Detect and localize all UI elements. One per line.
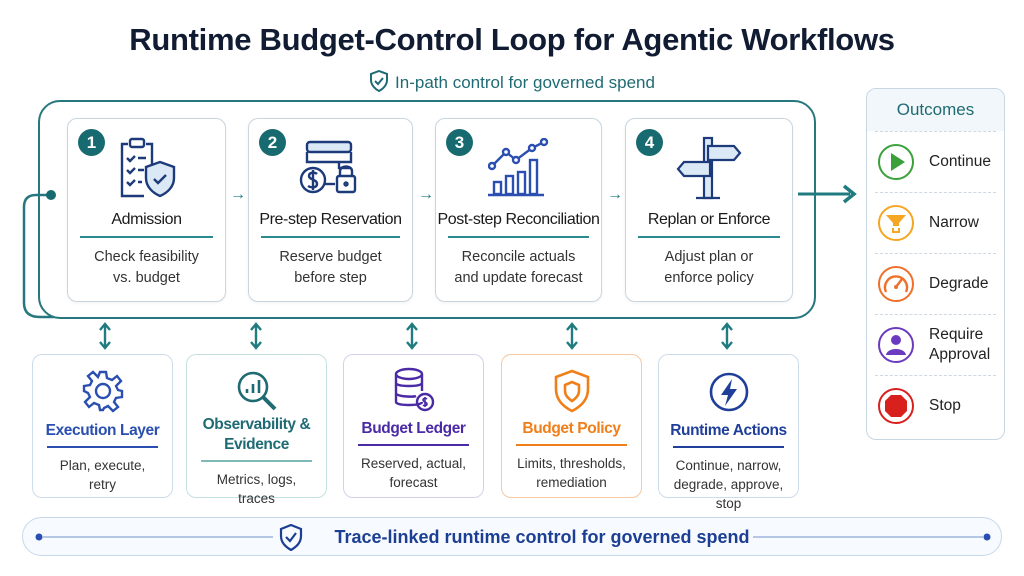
step-title: Pre-step Reservation <box>259 211 402 228</box>
footer-banner: Trace-linked runtime control for governe… <box>22 517 1002 556</box>
step-number: 1 <box>78 129 105 156</box>
component-runtime-actions: Runtime Actions Continue, narrow, degrade… <box>658 354 799 511</box>
step-desc: before step <box>294 270 367 286</box>
step-admission: 1 Admission Check feasibility vs. budget <box>67 118 226 302</box>
component-title: Budget Ledger <box>361 420 466 437</box>
wallet-lock-icon <box>299 140 356 194</box>
component-title: Observability & Evidence <box>187 415 326 455</box>
outcome-label-line: Require <box>929 326 984 343</box>
bidirectional-arrow-icon <box>721 322 733 350</box>
component-desc: Reserved, actual, <box>360 456 467 471</box>
step-desc: Check feasibility <box>94 249 199 265</box>
magnifier-chart-icon <box>237 371 276 411</box>
footer-text: Trace-linked runtime control for governe… <box>334 527 750 547</box>
outcome-label: Degrade <box>929 275 989 292</box>
outcome-stop: Stop <box>875 375 996 436</box>
component-title-line: Evidence <box>224 436 289 453</box>
component-desc: degrade, approve, <box>673 477 784 492</box>
bidirectional-arrow-icon <box>99 322 111 350</box>
component-desc: retry <box>89 477 116 492</box>
bidirectional-arrow-icon <box>566 322 578 350</box>
outcome-narrow: Narrow <box>875 192 996 253</box>
stop-sign-icon <box>878 388 914 424</box>
component-budget-ledger: Budget Ledger Reserved, actual, forecast <box>343 354 484 498</box>
step-desc: enforce policy <box>664 270 754 286</box>
shield-icon <box>554 369 589 413</box>
bidirectional-arrow-icon <box>250 322 262 350</box>
component-desc: Plan, execute, <box>59 458 146 473</box>
component-desc: Metrics, logs, <box>216 472 297 487</box>
subtitle-text: In-path control for governed spend <box>395 73 655 92</box>
component-budget-policy: Budget Policy Limits, thresholds, remedia… <box>501 354 642 498</box>
component-title: Execution Layer <box>45 422 160 439</box>
step-post-step-reconciliation: 3 Post-step Reconciliation Reconcile act… <box>435 118 602 302</box>
component-desc: Limits, thresholds, <box>517 456 626 471</box>
arrow-right-icon: → <box>607 186 623 203</box>
arrow-right-icon: → <box>230 186 246 203</box>
component-title-line: Observability & <box>202 416 311 433</box>
component-desc: forecast <box>389 475 438 490</box>
outcome-label: Narrow <box>929 214 979 231</box>
outcomes-panel: Outcomes Continue Narrow Degrade Require… <box>866 88 1005 440</box>
outcome-continue: Continue <box>875 131 996 192</box>
component-execution-layer: Execution Layer Plan, execute, retry <box>32 354 173 498</box>
subtitle: In-path control for governed spend <box>0 69 1024 93</box>
outcome-degrade: Degrade <box>875 253 996 314</box>
step-pre-step-reservation: 2 Pre-step Reservation Reserve budget bef… <box>248 118 413 302</box>
component-title: Runtime Actions <box>670 422 787 439</box>
page-title: Runtime Budget-Control Loop for Agentic … <box>129 22 895 57</box>
shield-check-icon <box>279 524 303 551</box>
outcome-label-line: Approval <box>929 346 991 363</box>
step-desc: Adjust plan or <box>664 249 754 265</box>
step-title: Replan or Enforce <box>647 211 771 228</box>
play-icon <box>878 144 914 180</box>
arrow-right-icon: → <box>418 186 434 203</box>
step-number: 2 <box>259 129 286 156</box>
footer-line <box>35 533 991 541</box>
step-desc: Reconcile actuals <box>461 249 576 265</box>
to-outcomes-arrow-icon <box>798 184 857 204</box>
shield-check-icon <box>370 69 389 93</box>
outcome-label: Stop <box>929 397 961 414</box>
step-desc: and update forecast <box>454 270 583 286</box>
component-desc: remediation <box>536 475 607 490</box>
gauge-icon <box>878 266 914 302</box>
clipboard-shield-icon <box>120 137 175 198</box>
component-observability-evidence: Observability & Evidence Metrics, logs, tr… <box>186 354 327 506</box>
outcome-label: Continue <box>929 153 992 170</box>
step-number: 3 <box>446 129 473 156</box>
step-title: Post-step Reconciliation <box>437 211 600 228</box>
bar-chart-trend-icon <box>487 138 548 197</box>
database-dollar-icon <box>394 367 434 412</box>
bidirectional-arrow-icon <box>406 322 418 350</box>
gear-icon <box>82 370 123 413</box>
person-icon <box>878 327 914 363</box>
step-desc: vs. budget <box>113 270 180 286</box>
component-title: Budget Policy <box>522 420 621 437</box>
lightning-icon <box>709 372 748 412</box>
step-title: Admission <box>111 211 182 228</box>
control-loop-frame <box>38 100 816 319</box>
outcomes-title: Outcomes <box>867 89 1004 131</box>
signpost-icon <box>676 136 742 200</box>
funnel-icon <box>878 205 914 241</box>
component-desc: traces <box>238 491 275 506</box>
component-desc: stop <box>715 496 742 511</box>
step-number: 4 <box>636 129 663 156</box>
component-desc: Continue, narrow, <box>675 458 782 473</box>
loop-return-connector <box>22 190 56 319</box>
step-replan-or-enforce: 4 Replan or Enforce Adjust plan or enforc… <box>625 118 793 302</box>
step-desc: Reserve budget <box>279 249 382 265</box>
